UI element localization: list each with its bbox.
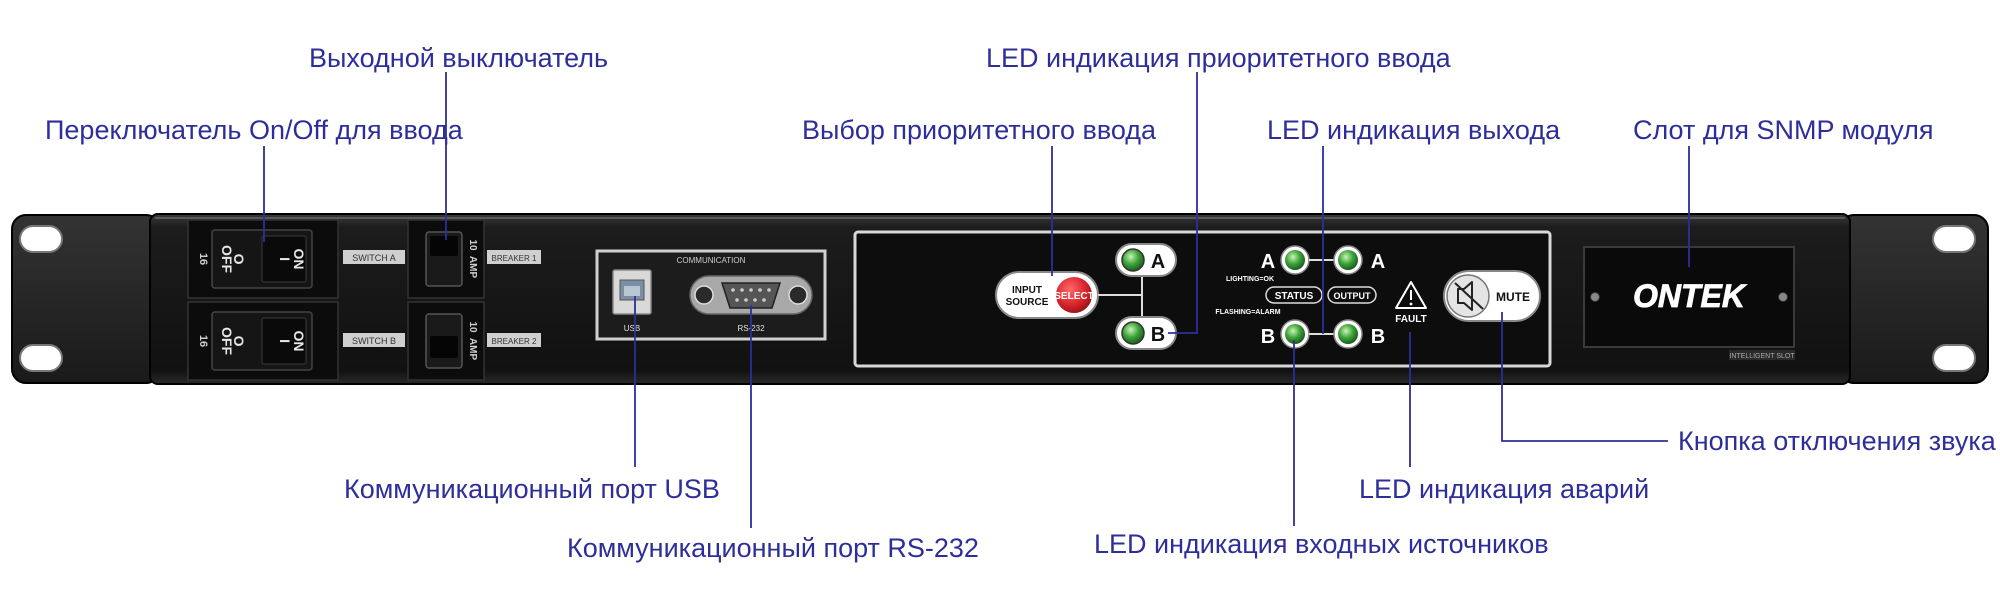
callout-output-breaker: Выходной выключатель (309, 43, 609, 73)
breaker-unit: AMP (467, 256, 478, 279)
switch-a-label-plate (343, 250, 405, 264)
right-rack-ear (1839, 214, 1989, 384)
output-breaker-1[interactable]: 10 AMP (407, 219, 485, 299)
leader-lines (263, 72, 1690, 528)
speaker-muted-icon (1454, 281, 1484, 311)
priority-led-b (1115, 316, 1177, 350)
status-label-pill (1265, 286, 1323, 304)
rs232-port[interactable] (689, 275, 813, 315)
output-led-a (1338, 250, 1358, 270)
source-led-b (1285, 324, 1305, 344)
leader-priority-led-b (1168, 262, 1198, 334)
output-breaker-2[interactable]: 10 AMP (407, 301, 485, 381)
output-a-letter: A (1371, 251, 1385, 273)
callout-fault-led: LED индикация аварий (1359, 474, 1650, 504)
callout-priority-led: LED индикация приоритетного ввода (986, 43, 1451, 73)
usb-port[interactable] (612, 269, 652, 315)
output-led-b (1338, 324, 1358, 344)
breaker-rating: 10 (467, 321, 478, 333)
breaker-2-label-plate (487, 333, 541, 347)
priority-b-letter: B (1151, 324, 1165, 346)
callout-rs232-port: Коммуникационный порт RS-232 (567, 533, 979, 563)
brand-logo: ONTEK (1633, 278, 1748, 314)
breaker-2-label: BREAKER 2 (492, 337, 537, 346)
output-b-letter: B (1371, 326, 1385, 348)
source-b-letter: B (1261, 326, 1275, 348)
priority-led-a (1115, 243, 1177, 277)
switch-rating-label: 16 (197, 253, 209, 265)
callout-snmp-slot: Слот для SNMP модуля (1633, 115, 1934, 145)
callout-source-led: LED индикация входных источников (1094, 529, 1549, 559)
control-panel (853, 230, 1552, 368)
lighting-ok-label: LIGHTING=OK (1226, 276, 1274, 283)
leader-mute-button (1501, 312, 1668, 442)
switch-on-symbol: I (277, 257, 293, 261)
fault-warning-icon (1395, 281, 1427, 309)
input-switch-a[interactable]: 16 O OFF I ON (187, 219, 339, 299)
mounting-hole (1932, 344, 1976, 372)
mute-label: MUTE (1496, 290, 1530, 304)
switch-off-label: OFF (219, 245, 235, 273)
select-button-label: SELECT (1054, 291, 1093, 302)
switch-off-symbol: O (231, 254, 247, 265)
switch-off-label: OFF (219, 327, 235, 355)
switch-on-label: ON (291, 249, 307, 270)
usb-port-label: USB (624, 324, 640, 333)
input-source-label-line1: INPUT (1012, 285, 1042, 296)
fault-label: FAULT (1395, 314, 1426, 325)
status-label: STATUS (1275, 291, 1314, 302)
switch-b-label: SWITCH B (352, 336, 396, 346)
callout-output-led: LED индикация выхода (1267, 115, 1561, 145)
source-a-letter: A (1261, 251, 1275, 273)
snmp-caption: INTELLIGENT SLOT (1729, 353, 1795, 360)
input-switch-b[interactable]: 16 O OFF I ON (187, 301, 339, 381)
output-label-pill (1327, 286, 1377, 304)
source-led-a (1285, 250, 1305, 270)
mounting-hole (1932, 225, 1976, 253)
switch-on-label: ON (291, 331, 307, 352)
switch-rating-label: 16 (197, 335, 209, 347)
callout-usb-port: Коммуникационный порт USB (344, 474, 720, 504)
breaker-1-label-plate (487, 250, 541, 264)
breaker-unit: AMP (467, 338, 478, 361)
priority-a-letter: A (1151, 251, 1165, 273)
left-rack-ear (11, 214, 161, 384)
callout-input-switch: Переключатель On/Off для ввода (45, 115, 463, 145)
switch-b-label-plate (343, 333, 405, 347)
input-source-label-line2: SOURCE (1006, 297, 1049, 308)
callout-mute-button: Кнопка отключения звука (1678, 426, 1996, 456)
breaker-rating: 10 (467, 239, 478, 251)
output-label: OUTPUT (1334, 291, 1372, 301)
communication-label: COMMUNICATION (677, 256, 746, 265)
snmp-caption-plate (1729, 350, 1795, 360)
mounting-hole (19, 344, 63, 372)
callout-priority-select: Выбор приоритетного ввода (802, 115, 1157, 145)
breaker-1-label: BREAKER 1 (492, 254, 537, 263)
switch-on-symbol: I (277, 339, 293, 343)
mounting-hole (19, 225, 63, 253)
switch-a-label: SWITCH A (352, 253, 396, 263)
switch-off-symbol: O (231, 336, 247, 347)
flashing-alarm-label: FLASHING=ALARM (1215, 309, 1280, 316)
